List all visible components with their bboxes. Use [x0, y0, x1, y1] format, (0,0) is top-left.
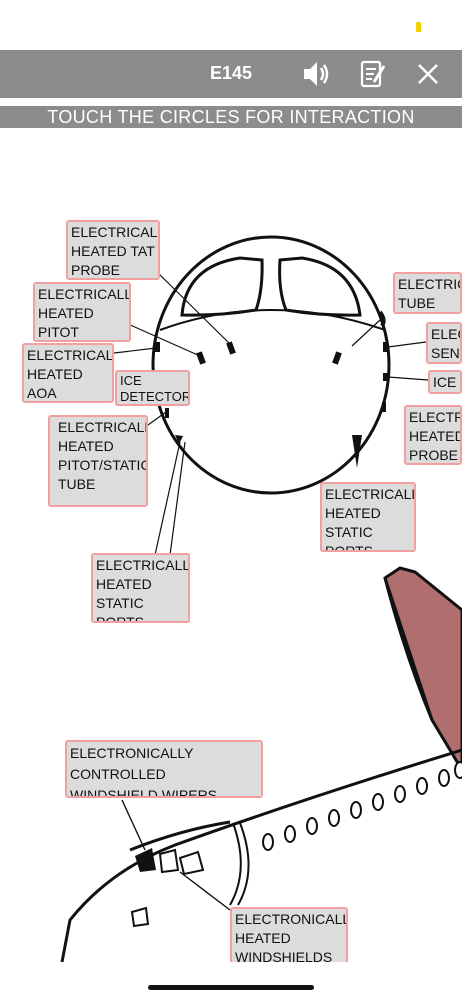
- callout-ice-detector-left[interactable]: ICE DETECTOR: [115, 370, 190, 406]
- sound-button[interactable]: [298, 56, 334, 92]
- aircraft-illustration: [60, 235, 462, 962]
- close-button[interactable]: [410, 56, 446, 92]
- speaker-icon: [304, 62, 329, 86]
- callout-ice-detector-right[interactable]: ICE D: [428, 370, 462, 394]
- close-icon: [418, 64, 438, 84]
- instruction-banner: TOUCH THE CIRCLES FOR INTERACTION: [0, 106, 462, 128]
- callout-static-ports-right[interactable]: ELECTRICALLY HEATED STATIC PORTS: [320, 482, 416, 552]
- top-bar: E145: [0, 50, 462, 98]
- callout-windshield-wipers[interactable]: ELECTRONICALLY CONTROLLED WINDSHIELD WIP…: [65, 740, 263, 798]
- callout-sensor-right[interactable]: ELEC SENS: [426, 322, 462, 364]
- status-indicator: [416, 22, 421, 32]
- callout-pitot-tube-left[interactable]: ELECTRICALLY HEATED PITOT TUBE: [33, 282, 131, 342]
- notepad-icon: [360, 60, 386, 88]
- callout-pitot-static-tube[interactable]: ELECTRICALLY HEATED PITOT/STATIC TUBE: [48, 415, 148, 507]
- callout-probe-right[interactable]: ELECTRIC HEATED PROBE: [404, 405, 462, 465]
- home-indicator[interactable]: [148, 985, 314, 990]
- aircraft-diagram: ELECTRICALLY HEATED TAT PROBE ELECTRICAL…: [0, 130, 462, 962]
- callout-heated-windshields[interactable]: ELECTRONICALLY HEATED WINDSHIELDS: [230, 907, 348, 962]
- callout-tat-probe[interactable]: ELECTRICALLY HEATED TAT PROBE: [66, 220, 160, 280]
- callout-aoa-sensor[interactable]: ELECTRICALLY HEATED AOA SENSOR: [22, 343, 114, 403]
- notes-button[interactable]: [354, 56, 390, 92]
- callout-static-ports-left[interactable]: ELECTRICALLY HEATED STATIC PORTS: [91, 553, 190, 623]
- page-title: E145: [210, 63, 253, 83]
- callout-pitot-tube-right[interactable]: ELECTRICA TUBE: [393, 272, 462, 314]
